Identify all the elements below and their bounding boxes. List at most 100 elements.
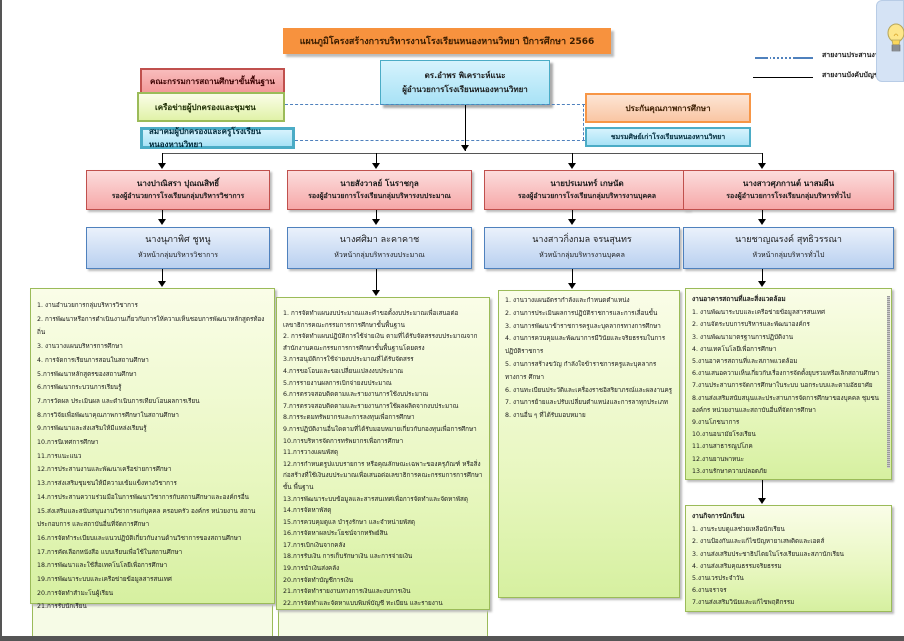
group-head-name: นายชาญณรงค์ สุทธิวรรณา xyxy=(735,235,842,245)
task-item: 2. งานจัดระบบการบริหารและพัฒนาองค์กร xyxy=(692,321,810,329)
arrow-to-tasks xyxy=(372,290,380,296)
command-line-to-head xyxy=(762,210,763,222)
group-head-role: หัวหน้ากลุ่มบริหารงานบุคคล xyxy=(539,251,625,259)
group-head-name: นางนุภาพิศ ชูหนู xyxy=(145,235,211,245)
command-line-horizontal xyxy=(162,153,762,154)
task-item: 2. การจัดทำแผนปฏิบัติการใช้จ่ายเงิน ตามท… xyxy=(283,333,478,352)
task-item: 13.การพัฒนาระบบข้อมูลและสารสนเทศเพื่อการ… xyxy=(283,495,468,503)
task-item: 3. งานวางแผนบริหารการศึกษา xyxy=(37,343,123,351)
director-box: ดร.อำพร พิเคราะห์แนะ ผู้อำนวยการโรงเรียน… xyxy=(380,60,550,105)
task-item: 8.การระดมทรัพยากรและการลงทุนเพื่อการศึกษ… xyxy=(283,414,415,422)
task-item: 10.การบริหารจัดการทรัพยากรเพื่อการศึกษา xyxy=(283,437,404,445)
director-name: ดร.อำพร พิเคราะห์แนะ xyxy=(424,70,506,80)
group-head-box: นางศศิมา ละคาคาช หัวหน้ากลุ่มบริหารงบประ… xyxy=(287,227,472,269)
deputy-name: นายสังวาลย์ โนราชกุล xyxy=(340,179,419,188)
task-list-box-student-affairs: งานกิจการนักเรียน 1. งานระบบดูแลช่วยเหลือ… xyxy=(685,505,892,612)
task-item: 6.การตรวจสอบติดตามและรายงานการใช้งบประมา… xyxy=(283,391,429,399)
task-item: 10.การนิเทศการศึกษา xyxy=(37,439,99,447)
task-item: 4. งานส่งเสริมคุณธรรมจริยธรรม xyxy=(692,562,782,570)
task-item: 5. งานการสร้างขวัญ กำลังใจข้าราชการครูแล… xyxy=(505,360,657,381)
deputy-director-box: นายปรเมนทร์ เกษนัด รองผู้อำนวยการโรงเรีย… xyxy=(484,170,690,210)
coordination-line-network xyxy=(285,104,585,105)
command-line-to-deputy xyxy=(762,153,763,165)
command-line-to-head xyxy=(572,210,573,222)
group-head-name: นางสาวกิ่งกมล จรนสุนทร xyxy=(532,235,632,245)
task-item: 1. งานอำนวยการกลุ่มบริหารวิชาการ xyxy=(37,302,138,309)
task-item: 18.การพัฒนาและใช้สื่อเทคโนโลยีเพื่อการศึ… xyxy=(37,562,168,570)
legend-command-label: สายงานบังคับบัญชา xyxy=(822,71,883,79)
alumni-club-box: ชมรมศิษย์เก่าโรงเรียนหนองหานวิทยา xyxy=(585,127,751,147)
task-item: 5.การพัฒนาหลักสูตรของสถานศึกษา xyxy=(37,370,137,378)
task-item: 16.การจัดทำระเบียบและแนวปฏิบัติเกี่ยวกับ… xyxy=(37,534,242,542)
task-item: 7.งานส่งเสริมวินัยและแก้ไขพฤติกรรม xyxy=(692,599,795,607)
task-item: 9.การปฏิบัติงานอื่นใดตามที่ได้รับมอบหมาย… xyxy=(283,425,477,433)
quality-assurance-box: ประกันคุณภาพการศึกษา xyxy=(585,93,751,123)
task-item: 9.การพัฒนาและส่งเสริมให้มีแหล่งเรียนรู้ xyxy=(37,425,147,433)
coordination-line-right-vertical xyxy=(583,104,584,140)
task-section-heading: งานอาคารสถานที่และสิ่งแวดล้อม xyxy=(692,295,786,303)
arrow-to-deputy xyxy=(158,163,166,169)
task-item: 6. งานทะเบียนประวัติและเครื่องราชอิสริยา… xyxy=(505,386,673,394)
task-item: 21.การจัดทำรายงานทางการเงินและงบการเงิน xyxy=(283,588,411,596)
deputy-name: นางปาณิสรา ปุณณสิทธิ์ xyxy=(136,179,220,188)
command-line-to-tasks xyxy=(376,269,377,291)
deputy-director-box: นายสังวาลย์ โนราชกุล รองผู้อำนวยการโรงเร… xyxy=(287,170,472,210)
task-item: 19.การนำเงินส่งคลัง xyxy=(283,565,340,573)
task-item: 20.การจัดทำสำมะโนผู้เรียน xyxy=(37,589,114,597)
task-item: 15.ส่งเสริมและสนับสนุนงานวิชาการแก่บุคคล… xyxy=(37,507,256,529)
task-item: 12.การกำหนดรูปแบบรายการ หรือคุณลักษณะเฉพ… xyxy=(283,460,483,491)
task-item: 13.งานรักษาความปลอดภัย xyxy=(692,467,767,475)
task-item: 10.งานอนามัยโรงเรียน xyxy=(692,431,756,439)
task-item: 7. งานการย้ายและปรับเปลี่ยนตำแหน่งและการ… xyxy=(505,399,669,407)
deputy-role: รองผู้อำนวยการโรงเรียนกลุ่มบริหารทั่วไป xyxy=(726,192,851,200)
task-item: 4. งานการควบคุมและพัฒนาการมีวินัยและจริย… xyxy=(505,335,666,356)
parent-community-network-box: เครือข่ายผู้ปกครองและชุมชน xyxy=(137,92,285,122)
legend-command-line xyxy=(753,77,813,78)
task-item: 3. งานส่งเสริมประชาธิปไตยในโรงเรียนและสภ… xyxy=(692,550,844,558)
task-item: 8.การวิจัยเพื่อพัฒนาคุณภาพการศึกษาในสถาน… xyxy=(37,411,179,419)
command-line-to-head xyxy=(162,210,163,222)
task-item: 5.งานอาคารสถานที่และสภาพแวดล้อม xyxy=(692,358,798,366)
task-item: 4.การขอโอนและขอเปลี่ยนแปลงงบประมาณ xyxy=(283,367,404,375)
task-item: 5.งานเวรประจำวัน xyxy=(692,575,744,583)
task-section-heading: งานกิจการนักเรียน xyxy=(692,512,745,520)
lightbulb-icon[interactable] xyxy=(885,22,904,54)
task-item: 7.การวัดผล ประเมินผล และดำเนินการเทียบโอ… xyxy=(37,397,200,405)
arrow-to-head xyxy=(758,219,766,225)
chart-title: แผนภูมิโครงสร้างการบริหารงานโรงเรียนหนอง… xyxy=(299,37,595,47)
scrollbar[interactable] xyxy=(887,296,890,468)
command-line-to-head xyxy=(376,210,377,222)
task-list: 1. การจัดทำแผนงบประมาณและคำขอตั้งงบประมา… xyxy=(283,308,483,609)
task-item: 1. งานวางแผนอัตรากำลังและกำหนดตำแหน่ง xyxy=(505,297,630,304)
basic-education-board-box: คณะกรรมการสถานศึกษาขั้นพื้นฐาน xyxy=(140,68,285,94)
task-item: 7.งานประสานการจัดการศึกษาในระบบ นอกระบบแ… xyxy=(692,382,873,390)
arrow-to-tasks xyxy=(568,283,576,289)
task-item: 4. การจัดการเรียนการสอนในสถานศึกษา xyxy=(37,356,149,364)
task-item: 3. งานพัฒนามาตรฐานการปฏิบัติงาน xyxy=(692,333,794,341)
task-item: 1. การจัดทำแผนงบประมาณและคำขอตั้งงบประมา… xyxy=(283,310,459,329)
arrow-to-deputy xyxy=(758,163,766,169)
task-item: 22.การจัดทำและจัดหาแบบพิมพ์บัญชี ทะเบียน… xyxy=(283,599,443,607)
task-item: 8.งานส่งเสริมสนับสนุนและประสานการจัดการศ… xyxy=(692,394,879,414)
task-item: 13.การส่งเสริมชุมชนให้มีความเข้มแข็งทางว… xyxy=(37,480,177,488)
director-role: ผู้อำนวยการโรงเรียนหนองหานวิทยา xyxy=(402,84,528,94)
task-item: 17.การคัดเลือกหนังสือ แบบเรียนเพื่อใช้ใน… xyxy=(37,548,183,556)
command-line-to-deputy xyxy=(376,153,377,165)
group-head-role: หัวหน้ากลุ่มบริหารทั่วไป xyxy=(752,251,825,259)
command-line-to-deputy xyxy=(572,153,573,165)
deputy-role: รองผู้อำนวยการโรงเรียนกลุ่มบริหารงบประมา… xyxy=(308,192,451,200)
task-item: 14.การประสานความร่วมมือในการพัฒนาวิชาการ… xyxy=(37,493,249,501)
task-item: 12.งานยานพาหนะ xyxy=(692,455,744,463)
task-item: 17.การเบิกเงินจากคลัง xyxy=(283,541,346,549)
task-item: 18.การรับเงิน การเก็บรักษาเงิน และการจ่า… xyxy=(283,553,413,561)
command-line-to-tasks xyxy=(162,269,163,282)
window-frame-bottom xyxy=(0,636,904,641)
arrow-to-deputy xyxy=(568,163,576,169)
group-head-role: หัวหน้ากลุ่มบริหารวิชาการ xyxy=(137,251,219,259)
legend-coordination-line-dots xyxy=(768,57,793,59)
task-item: 5.การรายงานผลการเบิกจ่ายงบประมาณ xyxy=(283,379,392,387)
deputy-name: นางสาวศุภกานต์ นาสมผืน xyxy=(742,179,835,188)
